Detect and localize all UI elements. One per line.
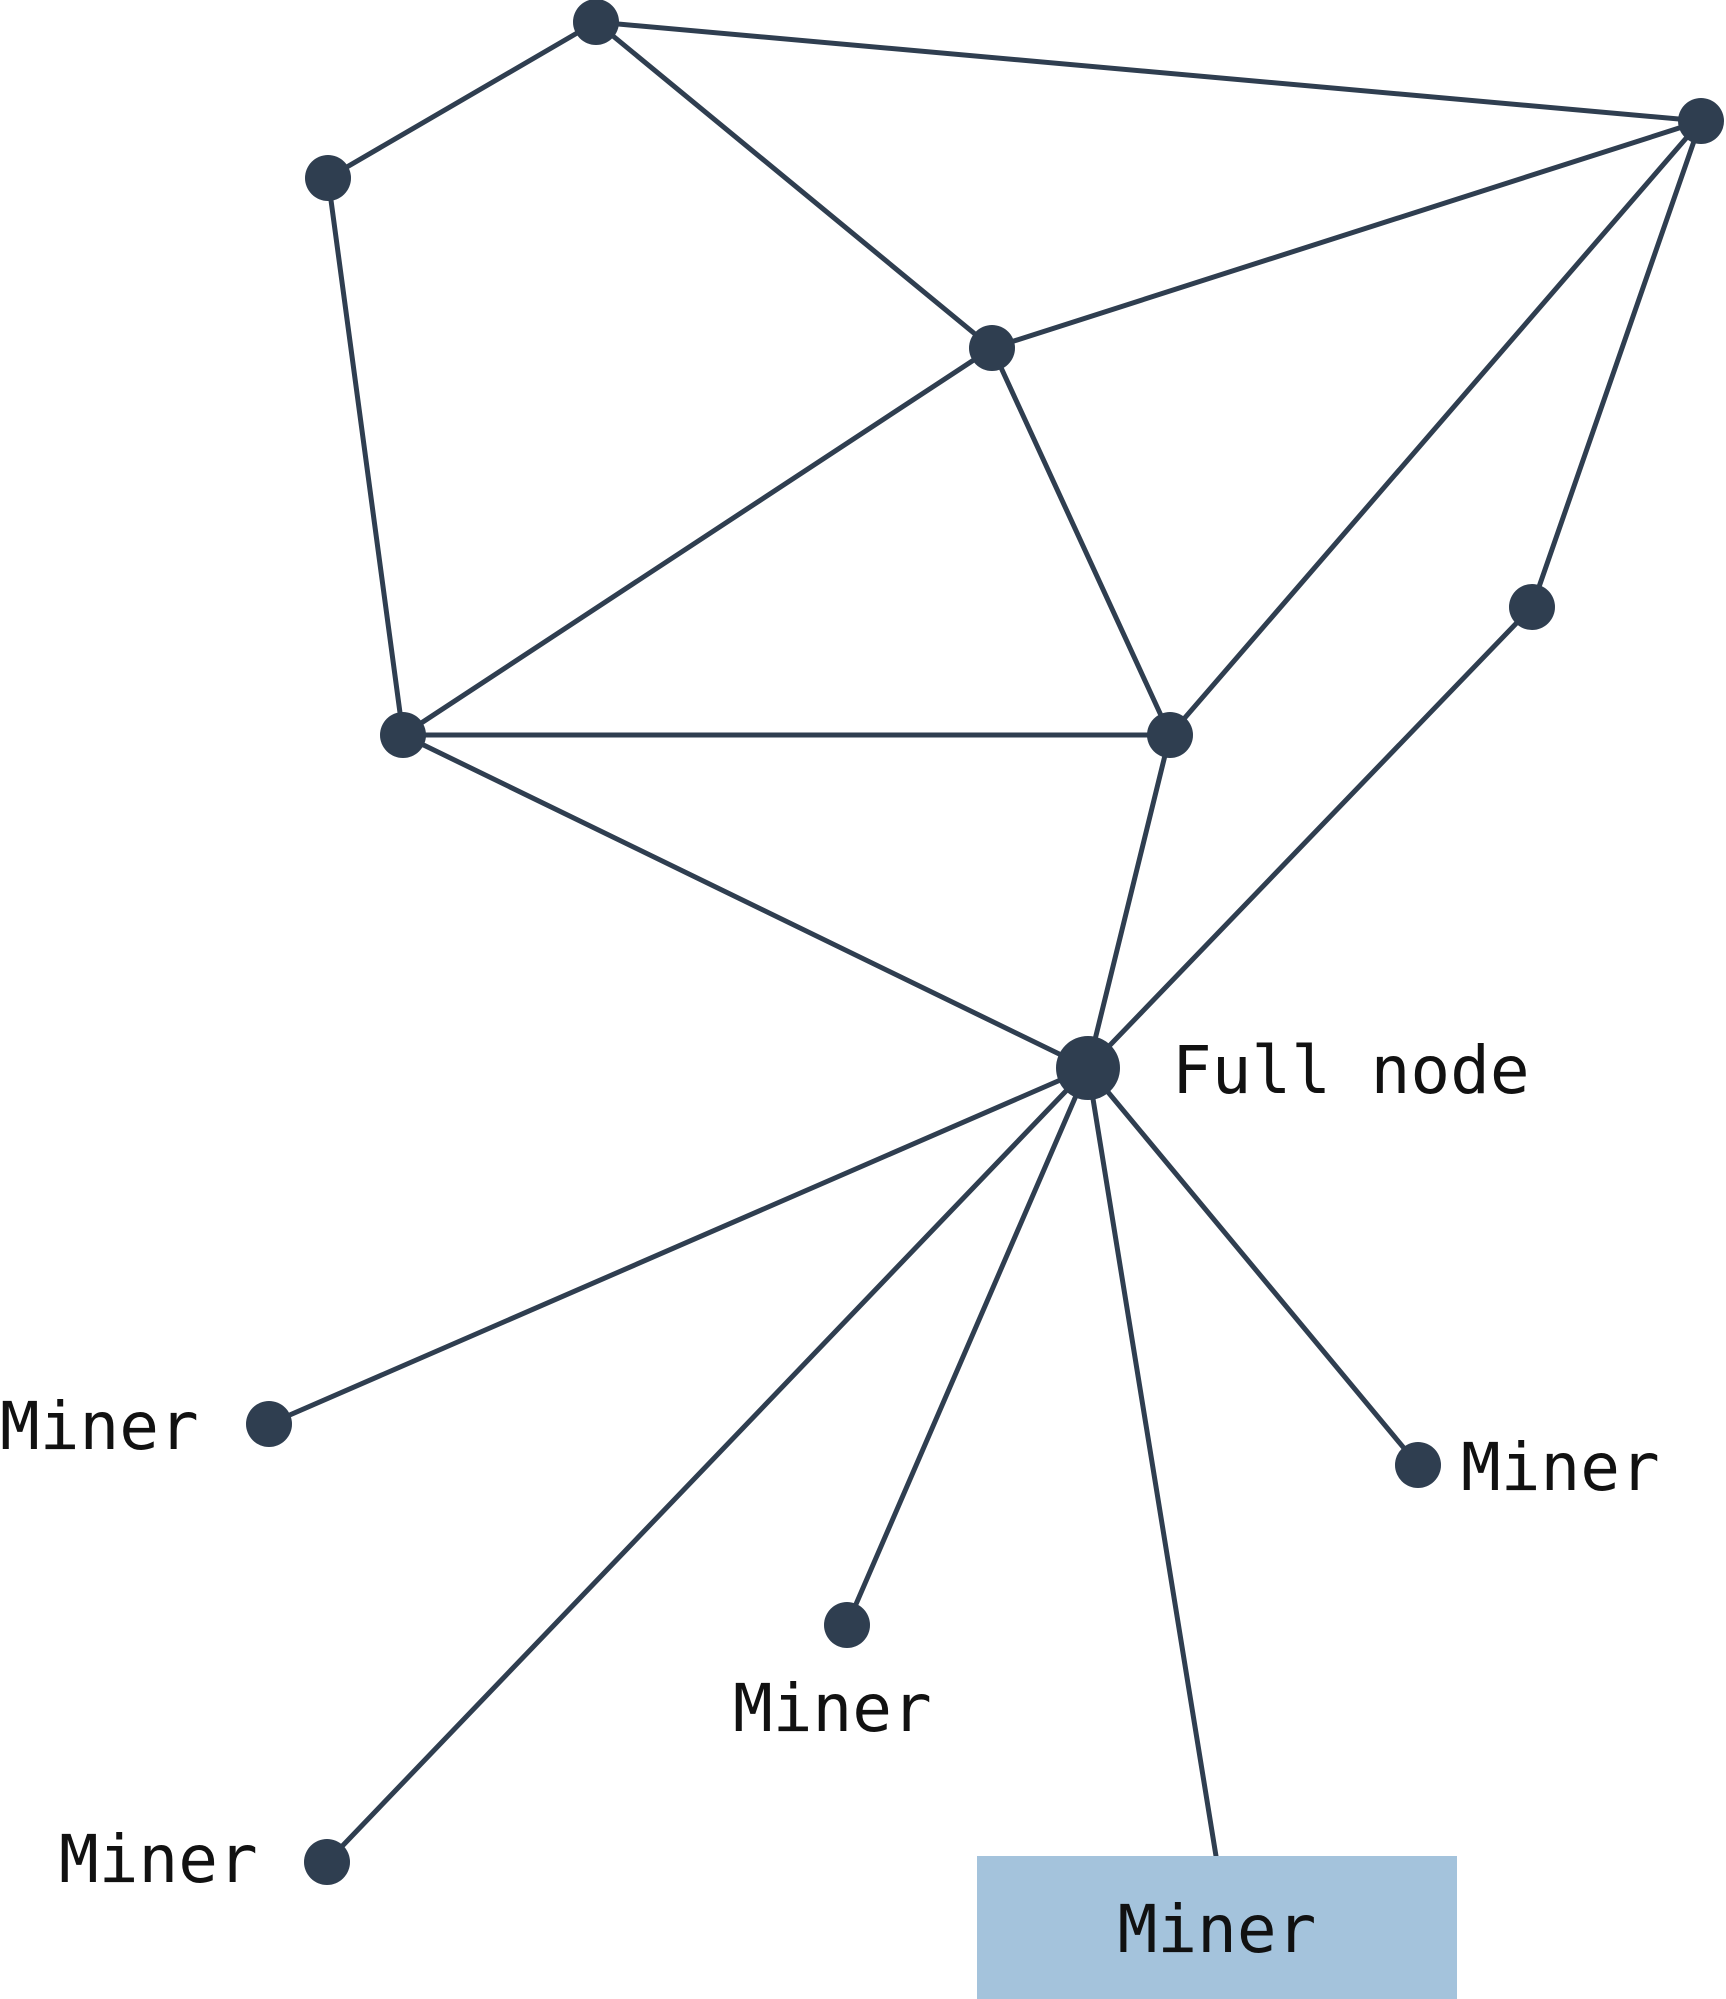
edge xyxy=(1085,1065,1421,1468)
edge xyxy=(1167,118,1704,738)
edge xyxy=(1085,604,1535,1071)
highlighted-miner-box xyxy=(977,1856,1457,1999)
edge xyxy=(844,1065,1091,1628)
miner-edges xyxy=(266,1065,1421,1865)
peer-node xyxy=(305,155,351,201)
edge xyxy=(325,175,406,738)
full-node-label: Full node xyxy=(1172,1032,1530,1109)
peer-node xyxy=(380,712,426,758)
edge xyxy=(1529,118,1704,610)
miner-node xyxy=(824,1602,870,1648)
edge xyxy=(400,345,995,738)
edge xyxy=(989,118,1704,351)
edge xyxy=(593,19,1704,124)
peer-node xyxy=(1678,98,1724,144)
miner-node xyxy=(304,1839,350,1885)
peer-node xyxy=(1147,712,1193,758)
full-node xyxy=(1056,1036,1120,1100)
peer-node xyxy=(573,0,619,45)
edge xyxy=(1085,732,1173,1071)
miner-label: Miner xyxy=(0,1388,199,1465)
mesh-edges xyxy=(325,19,1704,1071)
edge xyxy=(325,19,599,181)
miner-node xyxy=(246,1401,292,1447)
edge xyxy=(266,1065,1091,1427)
edge xyxy=(1085,1065,1219,1859)
peer-node xyxy=(1509,584,1555,630)
highlighted-miner-label: Miner xyxy=(1118,1891,1317,1968)
miner-label: Miner xyxy=(59,1821,258,1898)
nodes xyxy=(246,0,1724,1885)
miner-label: Miner xyxy=(733,1670,932,1747)
edge xyxy=(989,345,1173,738)
labels: Full node Miner Miner Miner Miner Miner xyxy=(0,1032,1660,1968)
edge xyxy=(324,1065,1091,1865)
peer-node xyxy=(969,325,1015,371)
edge xyxy=(593,19,995,351)
miner-node xyxy=(1395,1442,1441,1488)
edge xyxy=(400,732,1091,1071)
miner-label: Miner xyxy=(1461,1429,1660,1506)
